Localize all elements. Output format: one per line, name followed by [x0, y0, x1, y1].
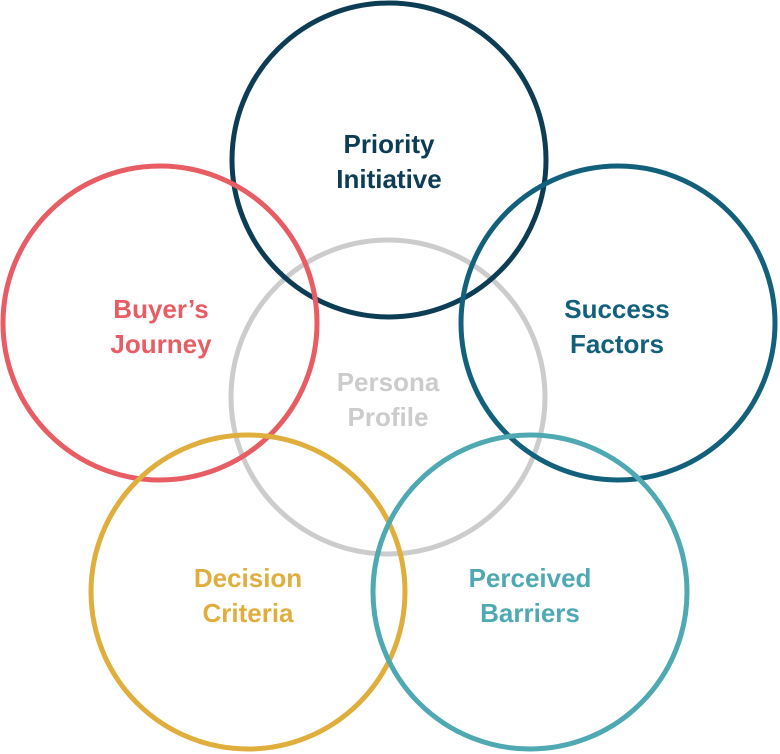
label-success-factors-line-1: Success: [564, 294, 670, 324]
label-decision-criteria-line-2: Criteria: [202, 598, 294, 628]
label-priority-initiative-line-2: Initiative: [336, 164, 442, 194]
label-decision-criteria-line-1: Decision: [193, 563, 303, 593]
label-priority-initiative-line-1: Priority: [343, 129, 435, 159]
label-success-factors: Success Factors: [564, 292, 670, 362]
label-persona-profile-line-2: Profile: [347, 402, 429, 432]
label-decision-criteria: Decision Criteria: [194, 561, 302, 631]
label-buyers-journey-line-1: Buyer’s: [113, 294, 209, 324]
label-success-factors-line-2: Factors: [570, 329, 664, 359]
circle-persona-profile: [228, 237, 548, 557]
label-priority-initiative: Priority Initiative: [336, 127, 441, 197]
label-buyers-journey-line-2: Journey: [110, 329, 212, 359]
label-persona-profile-line-1: Persona: [336, 367, 440, 397]
label-perceived-barriers: Perceived Barriers: [469, 561, 592, 631]
circle-decision-criteria: [88, 432, 408, 752]
label-perceived-barriers-line-1: Perceived: [468, 563, 592, 593]
circle-perceived-barriers: [370, 432, 690, 752]
circle-success-factors: [458, 163, 778, 483]
circle-priority-initiative: [229, 0, 549, 320]
label-perceived-barriers-line-2: Barriers: [480, 598, 580, 628]
circle-buyers-journey: [0, 163, 320, 483]
label-buyers-journey: Buyer’s Journey: [110, 292, 211, 362]
label-persona-profile: Persona Profile: [337, 365, 440, 435]
